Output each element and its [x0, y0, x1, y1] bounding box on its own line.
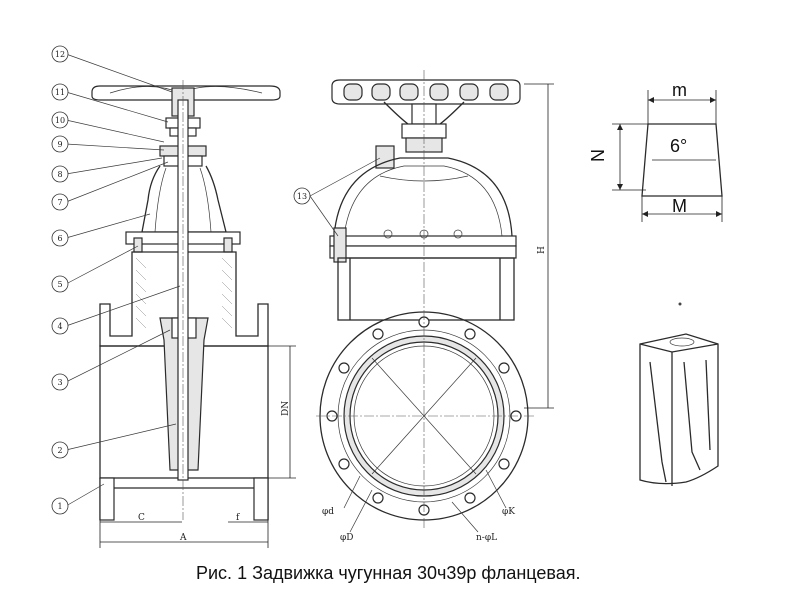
balloons: 12 11 10 9 8 7 6 5 4 3 2 1	[51, 45, 69, 515]
balloon-9: 9	[51, 135, 69, 153]
svg-text:6: 6	[57, 234, 62, 243]
front-section-view: C A f DN	[91, 80, 296, 548]
dim-phi-k-label: φK	[502, 507, 515, 517]
dim-h-label: H	[537, 246, 547, 254]
wedge-dim-m-label: m	[672, 80, 687, 100]
dim-c-label: C	[138, 513, 145, 523]
dim-f-label: f	[236, 513, 240, 523]
balloon-4: 4	[51, 317, 69, 335]
svg-text:9: 9	[57, 140, 62, 149]
stray-dot	[678, 302, 682, 306]
svg-text:13: 13	[297, 192, 307, 201]
balloon-6: 6	[51, 229, 69, 247]
svg-text:3: 3	[57, 378, 62, 387]
svg-text:4: 4	[57, 322, 62, 331]
balloon-7: 7	[51, 193, 69, 211]
figure-caption: Рис. 1 Задвижка чугунная 30ч39р фланцева…	[196, 563, 581, 583]
dim-phi-big-d-label: φD	[340, 533, 354, 543]
wedge-dim-angle-label: 6°	[670, 136, 687, 156]
wedge-dim-big-m-label: M	[672, 196, 687, 216]
svg-text:7: 7	[57, 198, 62, 207]
svg-text:1: 1	[57, 502, 62, 511]
svg-text:5: 5	[57, 280, 62, 289]
balloon-12: 12	[51, 45, 69, 63]
balloon-11: 11	[51, 83, 69, 101]
wedge-3d-sketch	[639, 333, 719, 486]
svg-text:12: 12	[55, 50, 65, 59]
balloon-1: 1	[51, 497, 69, 515]
wedge-dimension-sketch: m N 6° M	[588, 80, 723, 222]
svg-text:8: 8	[57, 170, 62, 179]
wedge-dim-n-label: N	[588, 149, 608, 162]
balloon-2: 2	[51, 441, 69, 459]
balloon-13: 13	[293, 187, 311, 205]
dim-dn-label: DN	[281, 401, 291, 416]
svg-text:11: 11	[55, 88, 65, 97]
balloon-10: 10	[51, 111, 69, 129]
svg-text:2: 2	[57, 446, 62, 455]
balloon-8: 8	[51, 165, 69, 183]
balloon-3: 3	[51, 373, 69, 391]
svg-text:10: 10	[55, 116, 65, 125]
dim-phi-d-label: φd	[322, 507, 334, 517]
side-view: H φd φD φK n-φL 13	[293, 70, 554, 543]
dim-n-phi-l-label: n-φL	[476, 533, 497, 543]
dim-a-label: A	[179, 533, 187, 543]
balloon-5: 5	[51, 275, 69, 293]
balloon-leaders	[65, 53, 181, 507]
